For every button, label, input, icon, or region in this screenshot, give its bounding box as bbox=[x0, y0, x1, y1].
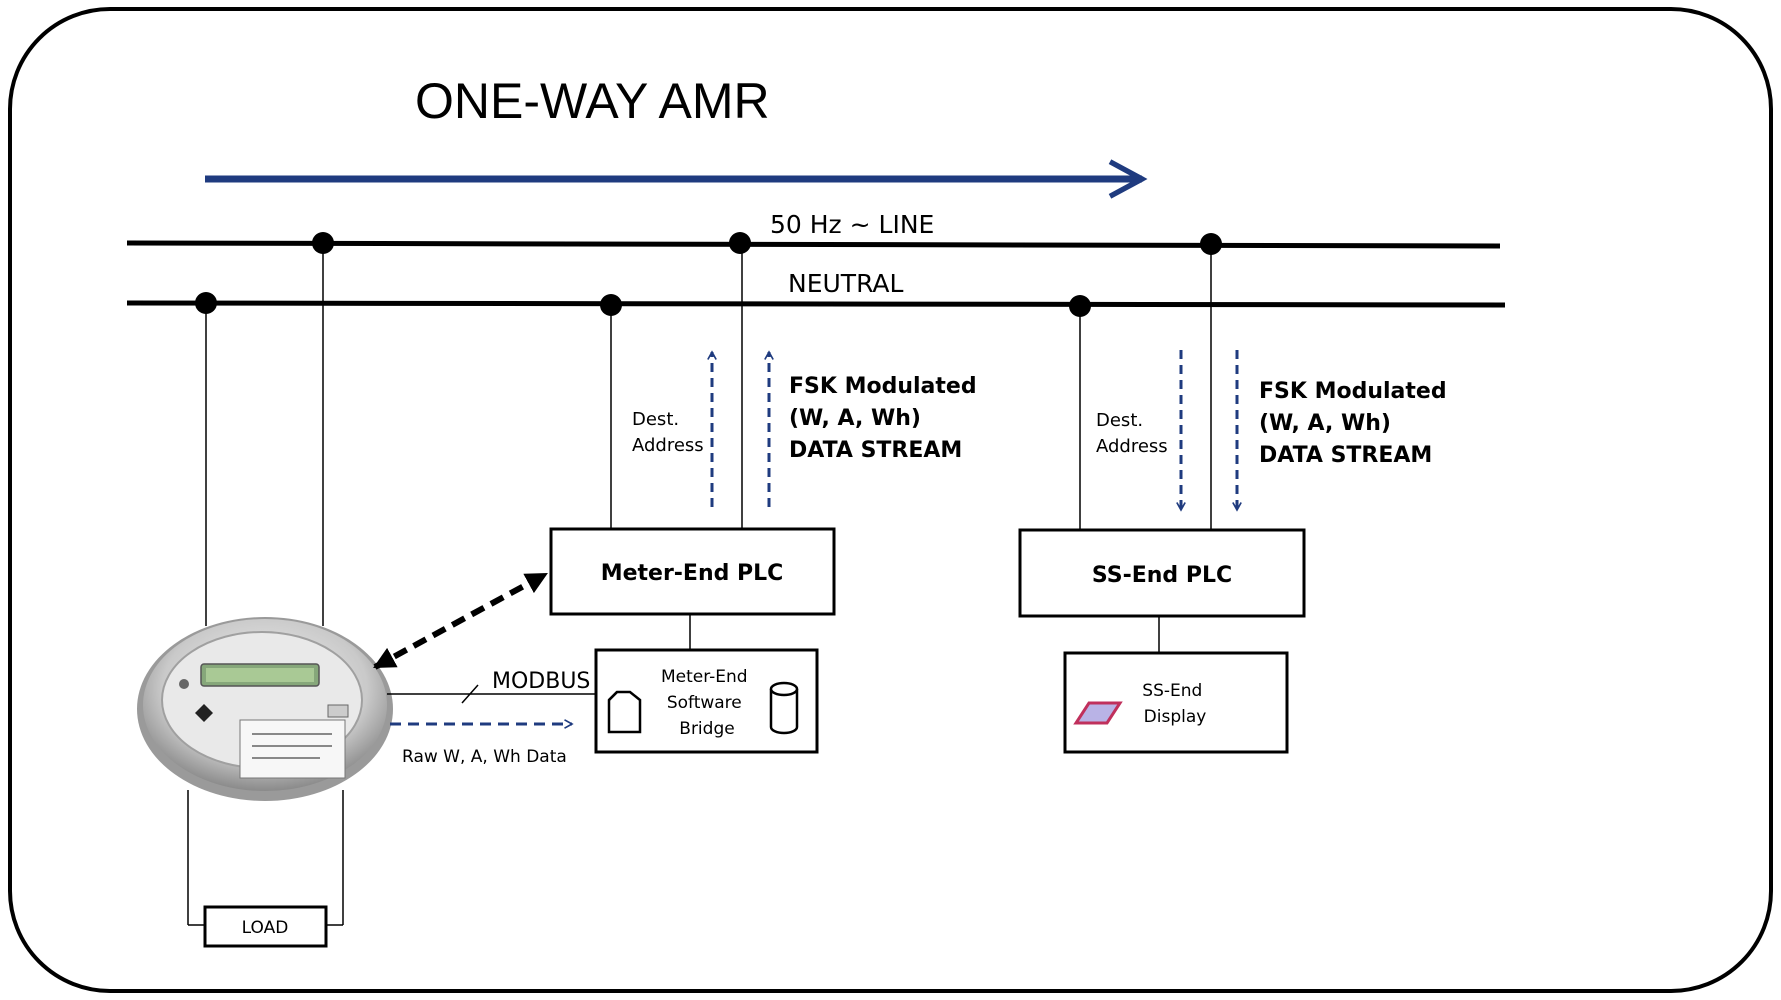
ss-end-display-label: SS-End Display bbox=[1142, 681, 1207, 727]
ss-end-plc-label: SS-End PLC bbox=[1092, 563, 1232, 588]
electricity-meter-icon bbox=[137, 617, 393, 801]
neutral-conductor bbox=[126, 300, 1506, 308]
software-bridge-label: Meter-End Software Bridge bbox=[661, 667, 753, 739]
raw-data-label: Raw W, A, Wh Data bbox=[402, 747, 567, 767]
meter-end-plc-box bbox=[549, 527, 836, 616]
meter-end-plc-label: Meter-End PLC bbox=[601, 561, 784, 586]
neutral-label: NEUTRAL bbox=[788, 269, 904, 298]
line-conductor bbox=[126, 240, 1501, 249]
display-parallelogram-icon bbox=[1073, 701, 1123, 725]
load-box bbox=[203, 905, 328, 948]
ss-dest-label: Dest. Address bbox=[1096, 410, 1168, 457]
meter-plc-link-arrow bbox=[373, 571, 548, 670]
database-cylinder-icon bbox=[769, 681, 799, 735]
junction-dot bbox=[729, 232, 751, 254]
meter-fsk-label: FSK Modulated (W, A, Wh) DATA STREAM bbox=[789, 374, 984, 463]
modbus-label: MODBUS bbox=[492, 669, 590, 694]
load-label: LOAD bbox=[242, 918, 289, 938]
ss-fsk-label: FSK Modulated (W, A, Wh) DATA STREAM bbox=[1259, 379, 1454, 468]
meter-dest-label: Dest. Address bbox=[632, 409, 704, 456]
line-label: 50 Hz ~ LINE bbox=[770, 210, 934, 239]
diagram-title: ONE-WAY AMR bbox=[415, 73, 770, 129]
ss-end-plc-box bbox=[1018, 528, 1306, 618]
diagram-frame bbox=[8, 7, 1773, 993]
modbus-tick bbox=[461, 684, 479, 704]
document-icon bbox=[607, 690, 642, 734]
